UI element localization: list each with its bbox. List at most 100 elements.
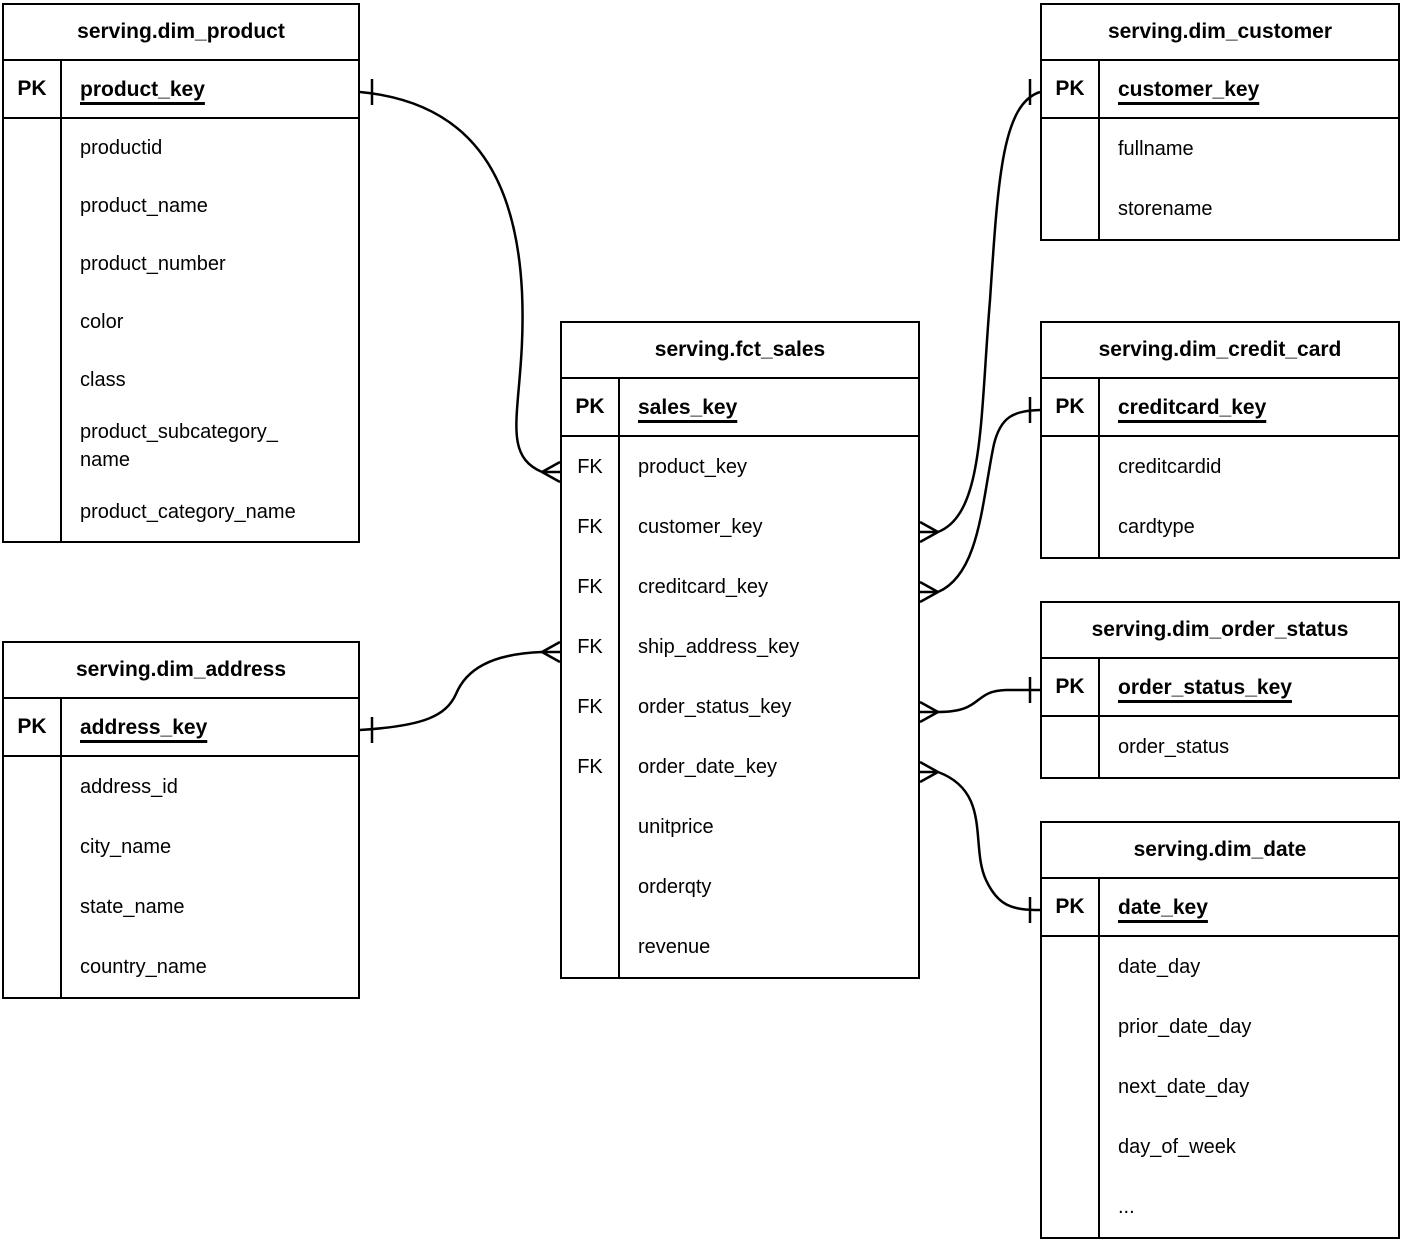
pk-field-name: creditcard_key — [1118, 396, 1267, 419]
field-name: fullname — [1118, 138, 1194, 160]
entity-title: serving.fct_sales — [562, 323, 918, 379]
field-tag — [4, 177, 62, 235]
crow-foot-sales-order-status-key — [919, 700, 939, 724]
crow-foot-sales-customer-key — [919, 520, 939, 544]
pk-tag: PK — [1042, 879, 1100, 935]
field-tag — [562, 917, 620, 977]
field-name: ... — [1118, 1196, 1135, 1218]
field-row: product_subcategory_name — [4, 409, 358, 483]
field-row: FK customer_key — [562, 497, 918, 557]
field-tag — [4, 409, 62, 483]
fk-tag: FK — [562, 737, 620, 797]
field-name: country_name — [80, 956, 207, 978]
field-name: product_name — [80, 195, 208, 217]
field-name: cardtype — [1118, 516, 1195, 538]
field-tag — [1042, 937, 1100, 997]
primary-key-row: PK date_key — [1042, 879, 1398, 937]
field-tag — [4, 757, 62, 817]
field-name: product_number — [80, 253, 226, 275]
field-tag — [1042, 497, 1100, 557]
field-row: FK creditcard_key — [562, 557, 918, 617]
primary-key-row: PK creditcard_key — [1042, 379, 1398, 437]
pk-field-name: address_key — [80, 716, 208, 739]
entity-dim-customer: serving.dim_customer PK customer_key ful… — [1040, 3, 1400, 241]
fk-tag: FK — [562, 497, 620, 557]
field-tag — [1042, 997, 1100, 1057]
pk-tag: PK — [1042, 61, 1100, 117]
field-row: product_name — [4, 177, 358, 235]
field-row: storename — [1042, 179, 1398, 239]
field-tag — [4, 235, 62, 293]
field-tag — [4, 937, 62, 997]
field-row: state_name — [4, 877, 358, 937]
field-row: color — [4, 293, 358, 351]
field-name: creditcard_key — [638, 576, 769, 598]
field-row: address_id — [4, 757, 358, 817]
pk-tag: PK — [4, 61, 62, 117]
crow-foot-sales-ship-address-key — [541, 640, 561, 664]
relationship-sales-credit-card-line — [937, 408, 1041, 594]
field-name: state_name — [80, 896, 185, 918]
field-name: revenue — [638, 936, 711, 958]
field-row: class — [4, 351, 358, 409]
field-name: unitprice — [638, 816, 714, 838]
field-name: address_id — [80, 776, 178, 798]
field-name: prior_date_day — [1118, 1016, 1252, 1038]
pk-field-name: product_key — [80, 78, 205, 101]
field-name: order_date_key — [638, 756, 777, 778]
pk-field-name: order_status_key — [1118, 676, 1292, 699]
field-name: color — [80, 311, 124, 333]
primary-key-row: PK sales_key — [562, 379, 918, 437]
field-row: FK order_status_key — [562, 677, 918, 737]
field-row: product_category_name — [4, 483, 358, 541]
fk-tag: FK — [562, 557, 620, 617]
entity-dim-date: serving.dim_date PK date_key date_day pr… — [1040, 821, 1400, 1239]
field-name: class — [80, 369, 126, 391]
relationship-sales-date-line — [937, 770, 1041, 912]
field-name: storename — [1118, 198, 1213, 220]
field-name: city_name — [80, 836, 172, 858]
entity-title: serving.dim_product — [4, 5, 358, 61]
crow-foot-sales-product-key — [541, 460, 561, 484]
entity-fct-sales: serving.fct_sales PK sales_key FK produc… — [560, 321, 920, 979]
field-name: product_key — [638, 456, 747, 478]
field-row: prior_date_day — [1042, 997, 1398, 1057]
field-row: country_name — [4, 937, 358, 997]
entity-dim-address: serving.dim_address PK address_key addre… — [2, 641, 360, 999]
entity-title: serving.dim_credit_card — [1042, 323, 1398, 379]
field-row: day_of_week — [1042, 1117, 1398, 1177]
field-tag — [1042, 119, 1100, 179]
field-row: FK order_date_key — [562, 737, 918, 797]
field-row: unitprice — [562, 797, 918, 857]
primary-key-row: PK product_key — [4, 61, 358, 119]
field-row: date_day — [1042, 937, 1398, 997]
field-tag — [1042, 437, 1100, 497]
field-name: next_date_day — [1118, 1076, 1250, 1098]
entity-title: serving.dim_date — [1042, 823, 1398, 879]
field-tag — [4, 483, 62, 541]
field-name: date_day — [1118, 956, 1201, 978]
field-row: FK ship_address_key — [562, 617, 918, 677]
entity-dim-product: serving.dim_product PK product_key produ… — [2, 3, 360, 543]
field-tag — [4, 817, 62, 877]
field-tag — [1042, 179, 1100, 239]
primary-key-row: PK order_status_key — [1042, 659, 1398, 717]
field-row: city_name — [4, 817, 358, 877]
field-name: day_of_week — [1118, 1136, 1236, 1158]
pk-tag: PK — [562, 379, 620, 435]
field-row: product_number — [4, 235, 358, 293]
field-row: next_date_day — [1042, 1057, 1398, 1117]
field-tag — [1042, 1057, 1100, 1117]
pk-tag: PK — [1042, 379, 1100, 435]
field-tag — [4, 351, 62, 409]
field-name: ship_address_key — [638, 636, 800, 658]
field-row: ... — [1042, 1177, 1398, 1237]
field-row: cardtype — [1042, 497, 1398, 557]
entity-dim-credit-card: serving.dim_credit_card PK creditcard_ke… — [1040, 321, 1400, 559]
primary-key-row: PK customer_key — [1042, 61, 1398, 119]
primary-key-row: PK address_key — [4, 699, 358, 757]
relationship-product-sales-line — [359, 90, 543, 474]
field-tag — [1042, 1117, 1100, 1177]
entity-title: serving.dim_order_status — [1042, 603, 1398, 659]
